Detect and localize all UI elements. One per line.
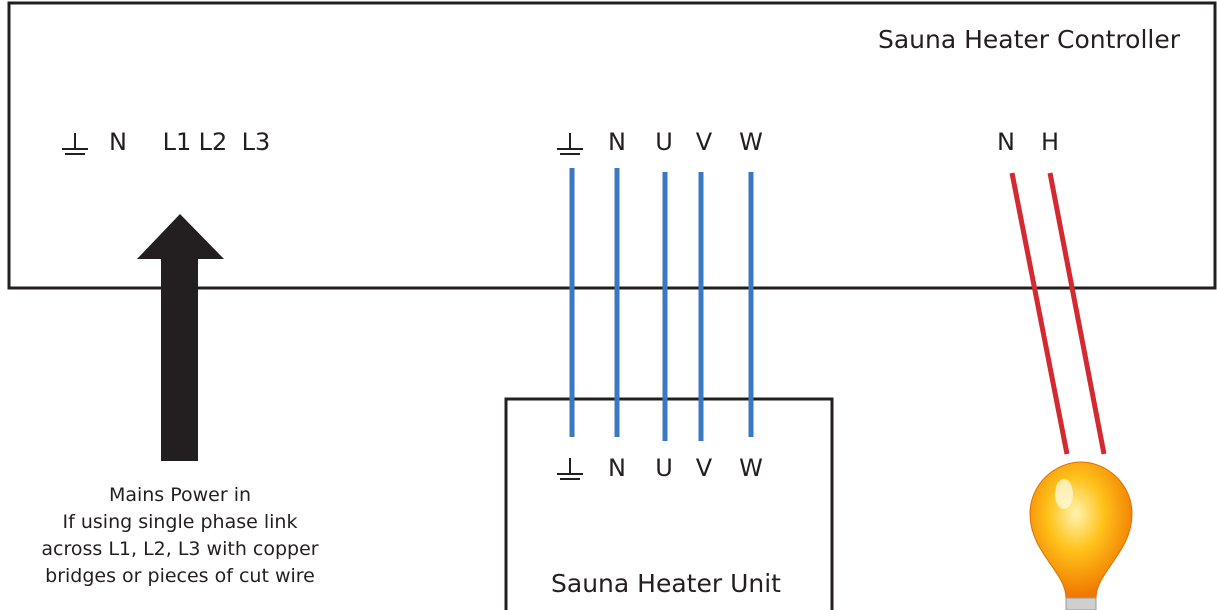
- heater-unit-title: Sauna Heater Unit: [551, 569, 781, 598]
- ground-icon: [62, 133, 88, 155]
- controller-terminal-n: N: [608, 128, 626, 156]
- mains-note-line-1: Mains Power in: [109, 484, 251, 506]
- heater-terminal-u: U: [655, 454, 673, 482]
- controller-terminal-u: U: [655, 128, 673, 156]
- controller-terminal-v: V: [696, 128, 713, 156]
- mains-terminal-n: N: [109, 128, 127, 156]
- light-wires: [1009, 172, 1107, 455]
- mains-terminal-l3: L3: [242, 128, 271, 156]
- mains-terminal-l1: L1: [163, 128, 192, 156]
- heater-unit-box: [504, 397, 834, 610]
- controller-box: [7, 1, 1217, 290]
- heater-terminal-w: W: [739, 454, 763, 482]
- ground-icon: [557, 458, 583, 480]
- light-bulb-icon: [1029, 461, 1133, 610]
- mains-terminal-l2: L2: [199, 128, 228, 156]
- heater-terminal-n: N: [608, 454, 626, 482]
- mains-power-arrow: [137, 214, 224, 461]
- controller-title: Sauna Heater Controller: [878, 25, 1181, 54]
- mains-note-line-2: If using single phase link: [63, 511, 298, 533]
- controller-terminal-w: W: [739, 128, 763, 156]
- mains-note-line-3: across L1, L2, L3 with copper: [41, 538, 318, 560]
- mains-note-line-4: bridges or pieces of cut wire: [45, 565, 315, 587]
- heater-terminal-v: V: [696, 454, 713, 482]
- light-terminal-n: N: [997, 128, 1015, 156]
- light-terminal-h: H: [1041, 128, 1059, 156]
- ground-icon: [557, 133, 583, 155]
- light-wire-h: [1047, 172, 1107, 455]
- light-wire-n: [1009, 172, 1070, 455]
- heater-wires: [569, 168, 754, 441]
